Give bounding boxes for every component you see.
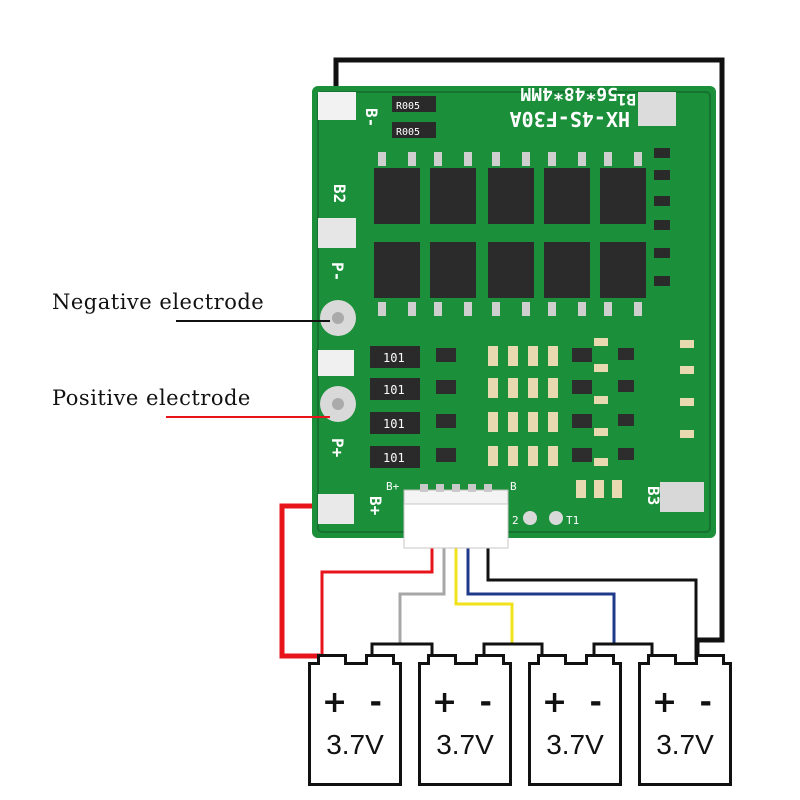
mosfet-row-2 [374,242,646,298]
pcb-label-p-minus: P- [328,262,347,281]
pcb-board [312,86,716,549]
pcb-resistor-label-2: R005 [396,127,420,138]
cell-voltage: 3.7V [326,729,384,760]
cell-voltage: 3.7V [656,729,714,760]
pcb-label-b-minus: B- [362,108,381,127]
wire-red-balance [320,540,434,660]
pcb-size-text: 56*48*4MM [520,83,618,104]
cell-polarity: + - [541,685,609,720]
pad-b2 [318,218,356,248]
wire-blue-balance [466,540,652,646]
wire-link-2-3 [482,642,544,660]
battery-cell-4: + - 3.7V [638,654,732,786]
negative-electrode-line [176,320,330,322]
battery-cell-1: + - 3.7V [308,654,402,786]
wire-link-1-2 [370,642,434,660]
pcb-label-p-plus: P+ [328,438,347,458]
pad-b-minus [318,92,356,120]
wire-black-balance [486,540,698,660]
wire-gray-balance [398,540,446,646]
pcb-model-text: HX-4S-F30A [510,107,630,131]
cell-polarity: + - [651,685,719,720]
pcb-label-b3: B3 [644,486,663,505]
mosfet-row-1 [374,168,646,224]
negative-electrode-label: Negative electrode [52,290,265,314]
sense-label-2: 101 [383,383,405,397]
pcb-resistor-label-1: R005 [396,101,420,112]
pcb-label-connector-b-plus: B+ [386,480,400,493]
battery-cell-2: + - 3.7V [418,654,512,786]
pad-b1 [638,92,676,126]
cell-polarity: + - [431,685,499,720]
pcb-label-b1: B1 [617,90,636,109]
balance-resistors [370,346,420,468]
positive-electrode-label: Positive electrode [52,386,251,410]
sense-label-3: 101 [383,417,405,431]
sense-label-4: 101 [383,451,405,465]
pad-b-plus [318,494,354,524]
positive-electrode-line [166,416,330,418]
balance-connector [403,484,509,549]
pcb-label-t1: T1 [566,514,579,527]
sense-label-1: 101 [383,351,405,365]
wire-link-3-4 [592,642,654,660]
pad-mid [318,350,354,376]
wire-red-b-plus [279,503,330,659]
cell-voltage: 3.7V [436,729,494,760]
pcb-label-b2: B2 [330,184,349,203]
pcb-label-t2: 2 [512,514,519,527]
cell-voltage: 3.7V [546,729,604,760]
battery-cell-3: + - 3.7V [528,654,622,786]
cell-polarity: + - [321,685,389,720]
pcb-label-connector-b: B [510,480,517,493]
pcb-label-b-plus: B+ [366,496,385,516]
pad-b3 [660,482,704,512]
